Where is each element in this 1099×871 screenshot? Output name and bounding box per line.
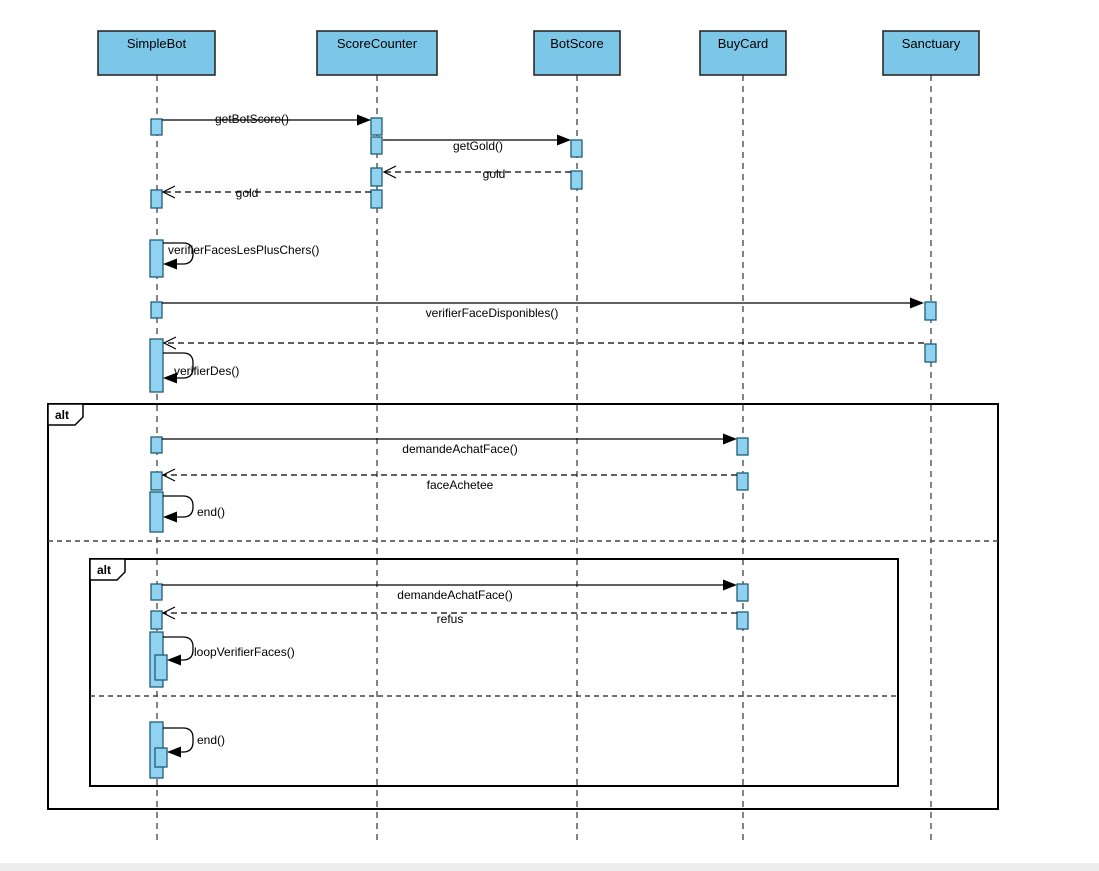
message-verifierFaceDisponibles-arrowhead xyxy=(910,297,924,309)
message-end-arrowhead xyxy=(167,746,181,758)
message-verifierFaceDisponibles-label: verifierFaceDisponibles() xyxy=(426,306,559,320)
message-verifierDes-label: verifierDes() xyxy=(174,364,239,378)
message-demandeAchatFace-label: demandeAchatFace() xyxy=(397,588,512,602)
activation-bar-SimpleBot xyxy=(150,471,163,491)
actor-box-ScoreCounter xyxy=(316,30,438,76)
message-verifierFacesLesPlusChers-label: verifierFacesLesPlusChers() xyxy=(168,243,319,257)
activation-bar-ScoreCounter xyxy=(370,117,383,136)
alt-operator-label: alt xyxy=(55,408,69,422)
actor-box-BotScore xyxy=(533,30,621,76)
activation-bar-SimpleBot xyxy=(154,654,168,681)
message-getGold-label: getGold() xyxy=(453,139,503,153)
activation-bar-SimpleBot xyxy=(150,189,163,209)
message-refus-label: refus xyxy=(437,612,464,626)
message-refus-arrowhead xyxy=(161,606,176,620)
message-faceAchetee-label: faceAchetee xyxy=(427,478,494,492)
alt-frame-outer xyxy=(47,403,999,810)
activation-bar-ScoreCounter xyxy=(370,189,383,209)
message-return-arrowhead xyxy=(162,336,177,350)
activation-bar-SimpleBot xyxy=(150,583,163,601)
message-end-label: end() xyxy=(197,733,225,747)
message-demandeAchatFace-arrowhead xyxy=(723,579,737,591)
message-end xyxy=(163,727,194,753)
actor-label-SimpleBot: SimpleBot xyxy=(127,36,187,51)
alt-operator-tab xyxy=(89,558,126,581)
message-gold-label: gold xyxy=(236,186,259,200)
bottom-edge-strip xyxy=(0,863,1099,871)
activation-bar-BotScore xyxy=(570,139,583,158)
message-end xyxy=(163,495,194,518)
message-getGold-arrowhead xyxy=(557,134,571,146)
message-gold-arrowhead xyxy=(382,165,397,179)
message-demandeAchatFace-arrowhead xyxy=(723,433,737,445)
alt-frame-inner xyxy=(89,558,899,787)
alt-operator-label: alt xyxy=(97,563,111,577)
activation-bar-SimpleBot xyxy=(150,610,163,630)
actor-box-SimpleBot xyxy=(97,30,216,76)
activation-bar-Sanctuary xyxy=(924,301,937,321)
message-getBotScore-arrowhead xyxy=(357,114,371,126)
message-faceAchetee-arrowhead xyxy=(161,468,176,482)
message-demandeAchatFace-label: demandeAchatFace() xyxy=(402,442,517,456)
activation-bar-BuyCard xyxy=(736,583,749,602)
actor-box-BuyCard xyxy=(699,30,787,76)
activation-bar-SimpleBot xyxy=(149,338,164,393)
message-loopVerifierFaces-label: loopVerifierFaces() xyxy=(194,645,295,659)
activation-bar-SimpleBot xyxy=(154,747,168,768)
activation-bar-ScoreCounter xyxy=(370,167,383,187)
actor-label-BuyCard: BuyCard xyxy=(718,36,769,51)
message-gold-arrowhead xyxy=(161,185,176,199)
message-loopVerifierFaces-arrowhead xyxy=(167,654,181,666)
message-gold-label: gold xyxy=(483,167,506,181)
activation-bar-SimpleBot xyxy=(150,301,163,319)
activation-bar-Sanctuary xyxy=(924,343,937,363)
actor-label-BotScore: BotScore xyxy=(550,36,603,51)
activation-bar-BotScore xyxy=(570,170,583,190)
alt-operator-tab xyxy=(47,403,84,426)
message-verifierDes-arrowhead xyxy=(163,372,177,384)
message-end-arrowhead xyxy=(163,511,177,523)
activation-bar-SimpleBot xyxy=(149,239,164,278)
message-verifierDes xyxy=(163,352,194,379)
message-verifierFacesLesPlusChers-arrowhead xyxy=(163,258,177,270)
activation-bar-SimpleBot xyxy=(150,118,163,136)
activation-bar-ScoreCounter xyxy=(370,136,383,155)
activation-bar-BuyCard xyxy=(736,472,749,491)
message-getBotScore-label: getBotScore() xyxy=(215,112,289,126)
message-loopVerifierFaces xyxy=(163,636,194,661)
activation-bar-SimpleBot xyxy=(150,436,163,454)
message-verifierFacesLesPlusChers xyxy=(163,242,194,265)
activation-bar-BuyCard xyxy=(736,437,749,456)
activation-bar-BuyCard xyxy=(736,611,749,630)
actor-box-Sanctuary xyxy=(882,30,980,76)
activation-bar-SimpleBot xyxy=(149,491,164,533)
actor-label-ScoreCounter: ScoreCounter xyxy=(337,36,418,51)
actor-label-Sanctuary: Sanctuary xyxy=(902,36,961,51)
message-end-label: end() xyxy=(197,505,225,519)
